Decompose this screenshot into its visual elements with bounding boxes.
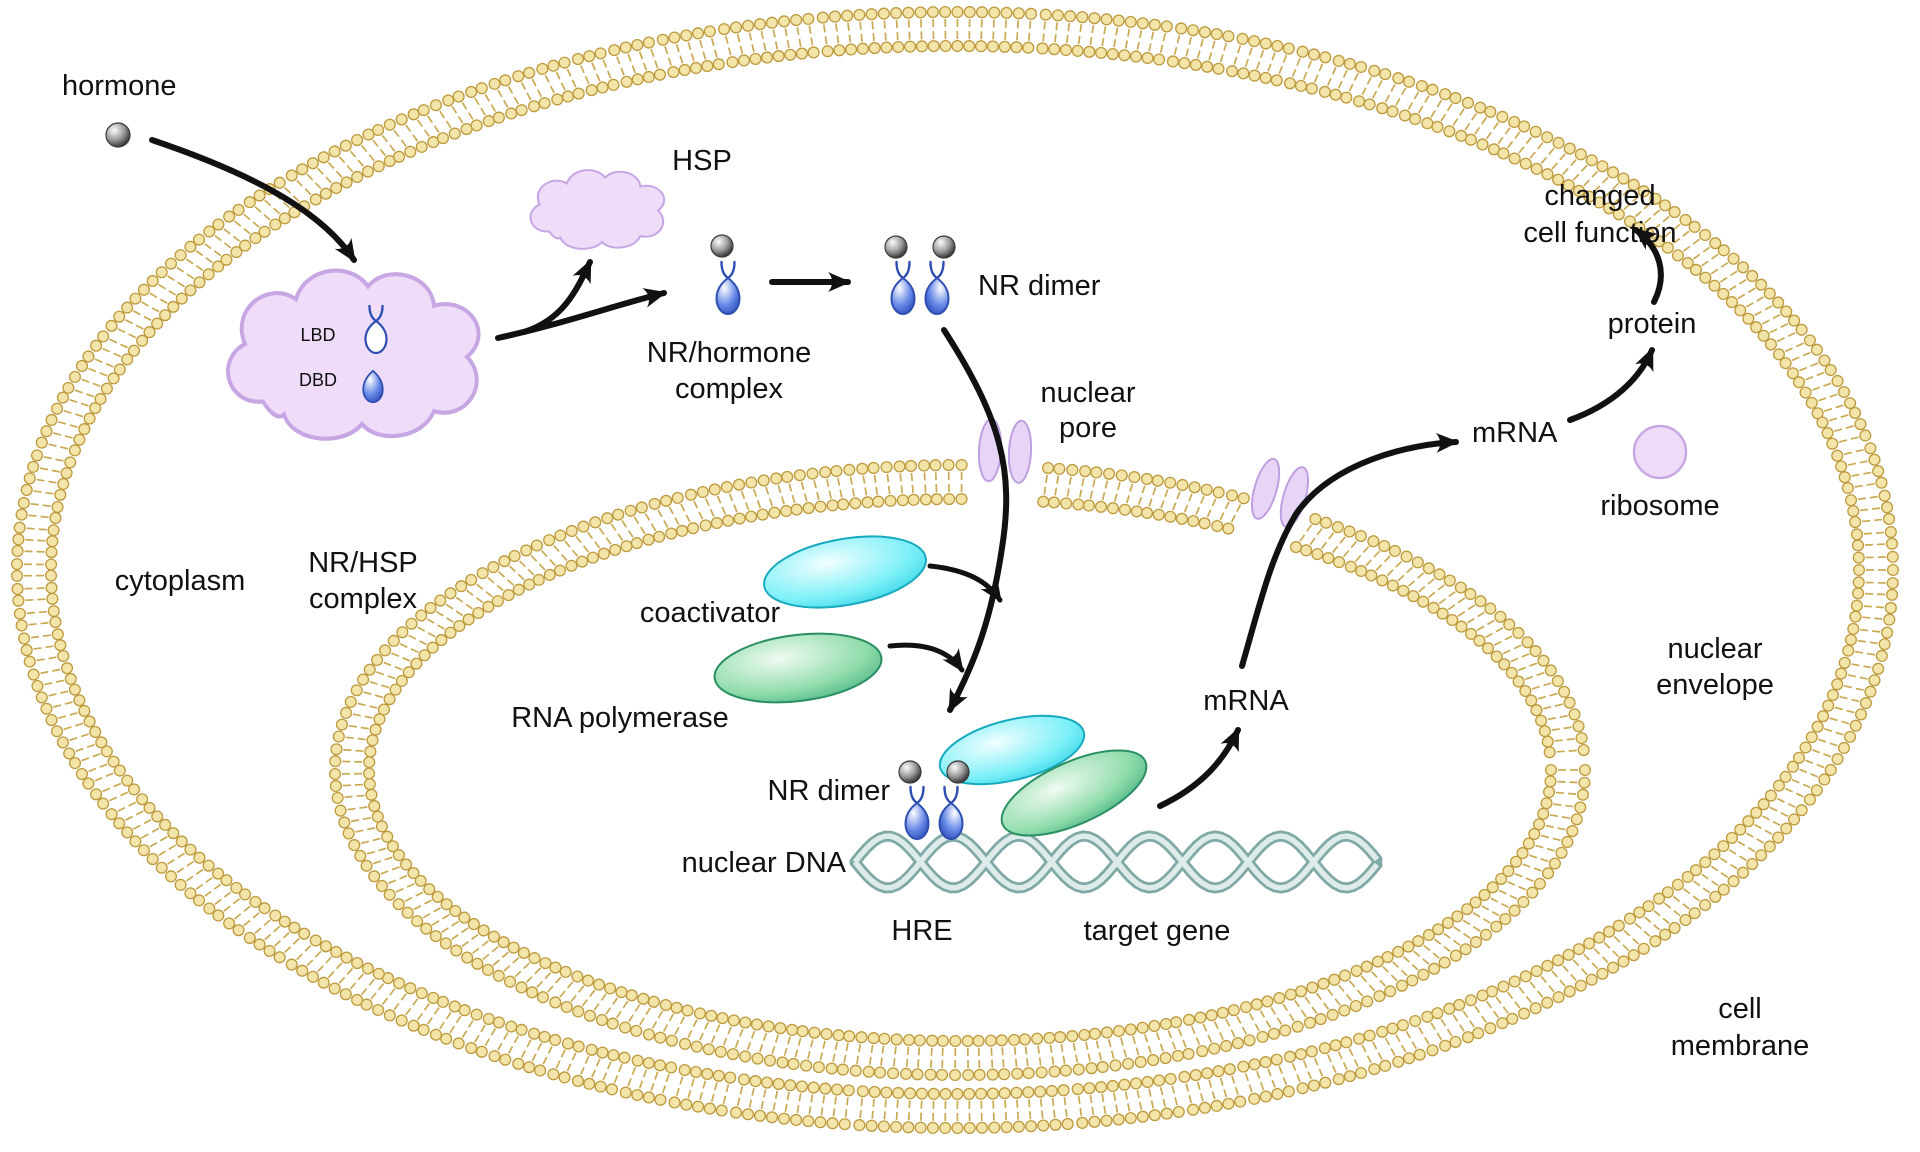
rna-polymerase-assembled-ellipse bbox=[1000, 749, 1148, 837]
arrow-hormone-entry bbox=[149, 137, 357, 263]
label-rna-polymerase: RNA polymerase bbox=[511, 702, 729, 734]
cell-membrane bbox=[11, 5, 1900, 1135]
label-coactivator: coactivator bbox=[640, 597, 781, 629]
label-changed-line2: cell function bbox=[1523, 217, 1676, 249]
arrow-coactivator-recruit bbox=[927, 563, 1003, 603]
label-cytoplasm: cytoplasm bbox=[115, 565, 246, 597]
label-hormone: hormone bbox=[62, 70, 176, 102]
dbd-glyph bbox=[362, 369, 384, 404]
label-nr-hsp-line2: complex bbox=[309, 583, 417, 615]
label-hsp: HSP bbox=[672, 145, 732, 177]
label-cell-membrane-line2: membrane bbox=[1671, 1030, 1810, 1062]
rna-polymerase-ellipse bbox=[713, 632, 883, 704]
arrow-hsp-release bbox=[521, 259, 593, 335]
arrow-protein-to-function bbox=[1633, 227, 1664, 305]
label-nuclear-dna: nuclear DNA bbox=[682, 847, 847, 879]
nr-hsp-complex-cloud bbox=[228, 271, 479, 439]
arrow-transcription-to-mrna bbox=[1157, 727, 1241, 809]
label-nr-hormone-line1: NR/hormone bbox=[647, 337, 811, 369]
label-dbd: DBD bbox=[299, 370, 337, 390]
label-nr-dimer-nucleus: NR dimer bbox=[768, 775, 891, 807]
lbd-glyph bbox=[364, 304, 388, 355]
hsp-cloud bbox=[529, 169, 666, 250]
arrow-polymerase-recruit bbox=[887, 642, 965, 673]
arrow-mrna-export bbox=[1239, 432, 1459, 669]
label-target-gene: target gene bbox=[1084, 915, 1231, 947]
nr-dimer-glyph-nucleus bbox=[898, 760, 970, 841]
arrow-dimer-into-nucleus bbox=[941, 327, 1010, 713]
dna-helix bbox=[849, 830, 1383, 894]
label-nuclear-pore-line2: pore bbox=[1059, 412, 1117, 444]
label-nr-hsp-line1: NR/HSP bbox=[308, 547, 418, 579]
label-protein: protein bbox=[1608, 308, 1697, 340]
labels: hormone HSP NR/hormone complex NR dimer … bbox=[62, 70, 1809, 1062]
label-ribosome: ribosome bbox=[1600, 490, 1719, 522]
label-nuclear-pore-line1: nuclear bbox=[1040, 377, 1135, 409]
label-mrna-nucleus: mRNA bbox=[1203, 685, 1289, 717]
pathway-arrows bbox=[149, 137, 1664, 809]
label-changed-line1: changed bbox=[1544, 180, 1655, 212]
label-nr-dimer-top: NR dimer bbox=[978, 270, 1101, 302]
coactivator-assembled-ellipse bbox=[938, 714, 1086, 786]
label-nr-hormone-line2: complex bbox=[675, 373, 783, 405]
molecules bbox=[105, 122, 1688, 841]
nr-dimer-glyph-cytoplasm bbox=[884, 235, 956, 316]
ribosome-circle bbox=[1632, 424, 1688, 480]
label-cell-membrane-line1: cell bbox=[1718, 993, 1762, 1025]
label-lbd: LBD bbox=[300, 325, 335, 345]
label-nuclear-envelope-line1: nuclear bbox=[1667, 633, 1762, 665]
hormone-sphere bbox=[105, 122, 131, 148]
arrow-translation bbox=[1567, 347, 1655, 423]
label-mrna-cytoplasm: mRNA bbox=[1472, 417, 1558, 449]
nr-hormone-complex-glyph bbox=[710, 234, 741, 316]
coactivator-ellipse bbox=[763, 535, 927, 609]
label-hre: HRE bbox=[891, 915, 952, 947]
label-nuclear-envelope-line2: envelope bbox=[1656, 669, 1774, 701]
